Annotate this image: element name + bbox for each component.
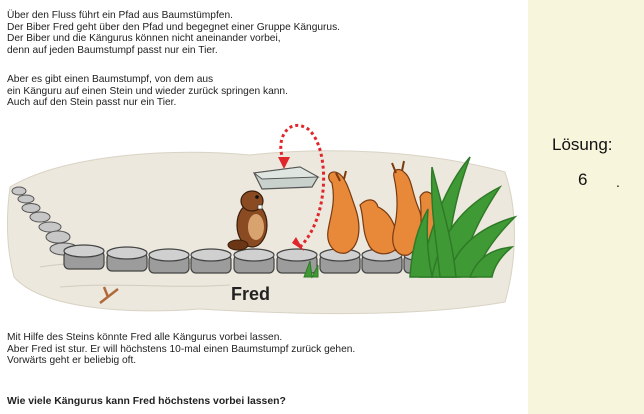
task-question: Wie viele Kängurus kann Fred höchstens v… (7, 396, 286, 407)
grass-tuft-icon (303, 260, 319, 279)
solution-trailing-dot: . (616, 174, 620, 190)
beaver-icon (227, 190, 268, 251)
grass-icon (409, 156, 518, 278)
task-illustration: Fred (6, 123, 518, 314)
stick-icon (99, 286, 119, 304)
beaver-label: Fred (231, 284, 270, 304)
stump-path (11, 186, 79, 256)
solution-label: Lösung: (552, 135, 613, 154)
stone-icon (252, 166, 320, 190)
arrowhead-down-icon (278, 157, 290, 169)
task-area: Über den Fluss führt ein Pfad aus Baumst… (6, 10, 518, 407)
solution-value: 6 (578, 170, 588, 189)
arrowhead-return-icon (292, 237, 304, 251)
task-paragraph-intro: Über den Fluss führt ein Pfad aus Baumst… (7, 10, 341, 56)
solution-panel (528, 0, 644, 414)
task-paragraph-rules: Mit Hilfe des Steins könnte Fred alle Kä… (7, 332, 356, 367)
task-paragraph-stone: Aber es gibt einen Baumstumpf, von dem a… (7, 74, 288, 109)
